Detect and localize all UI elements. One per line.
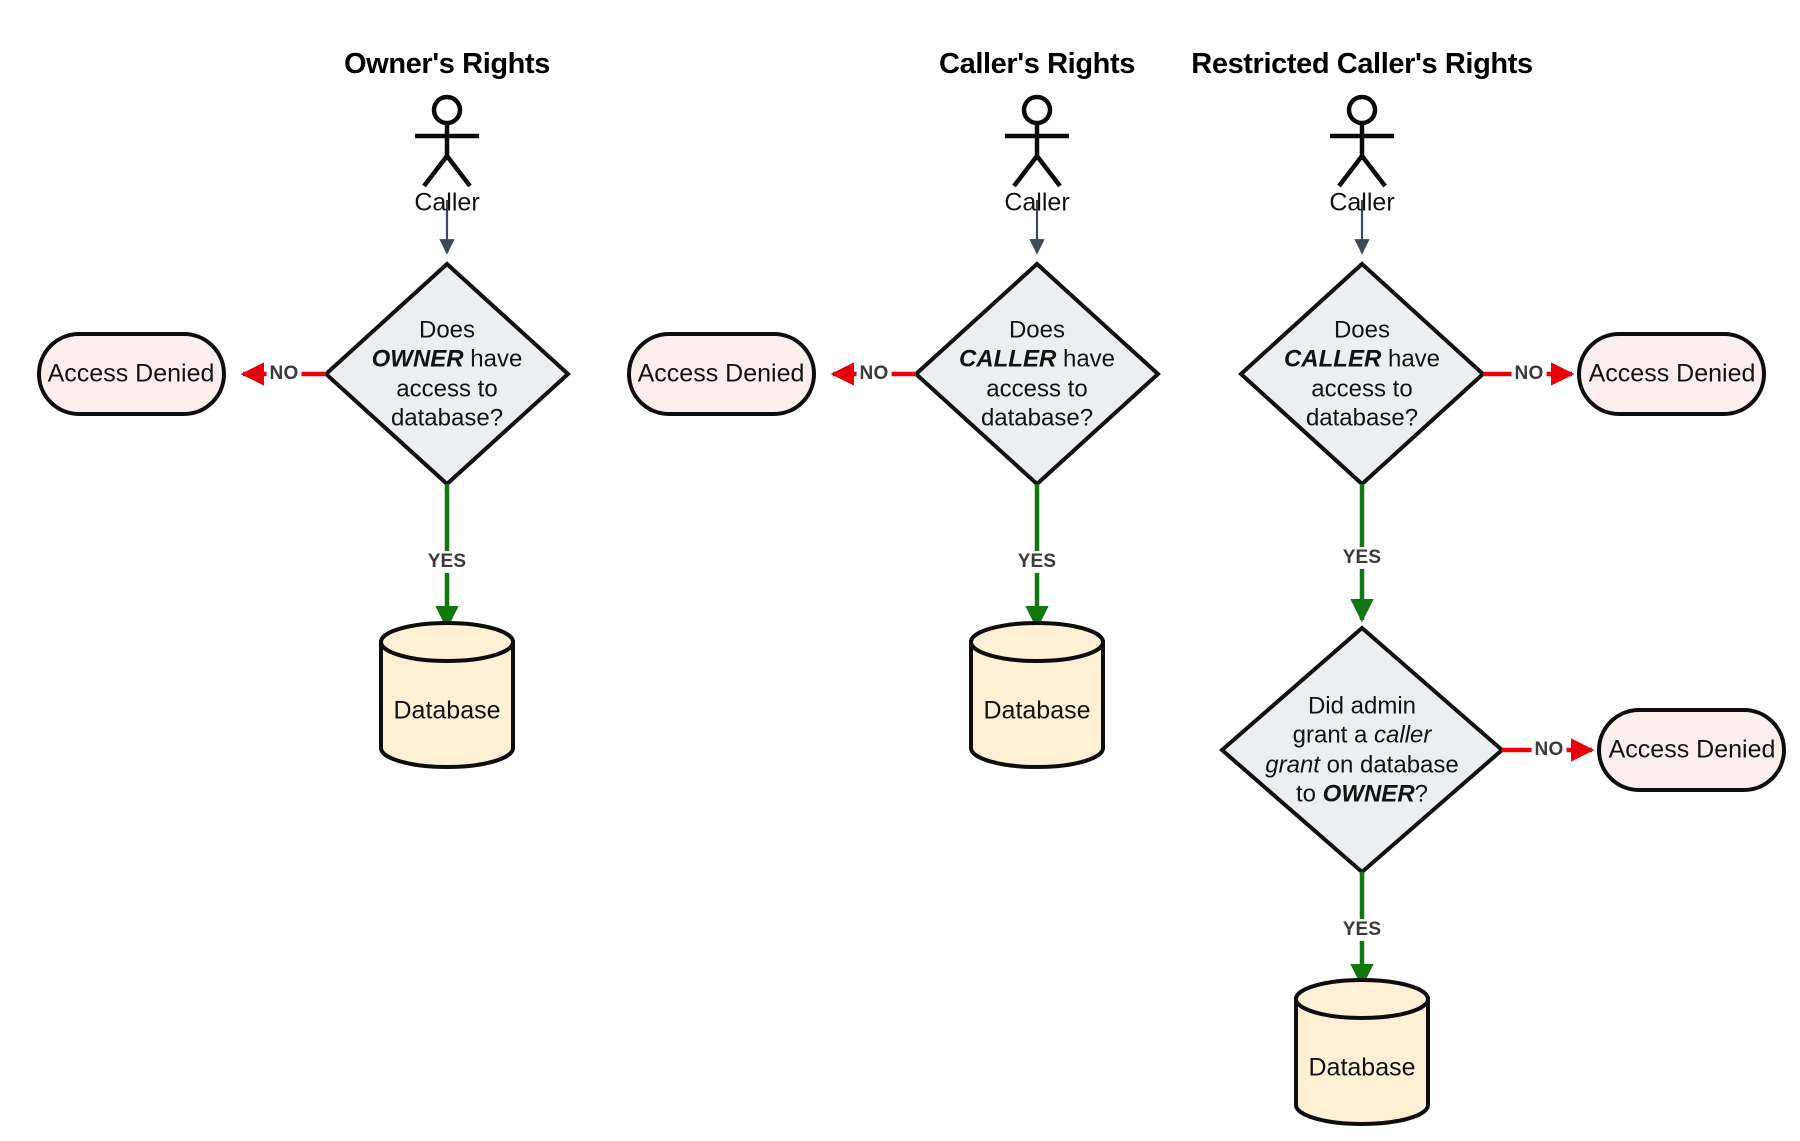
edge-label-yes: YES [1339, 547, 1385, 569]
actor-caller [1330, 94, 1394, 188]
actor-caller [1005, 94, 1069, 188]
decision-admin-caller-grant [1218, 625, 1506, 875]
actor-caller [415, 94, 479, 188]
column-title-owners-rights: Owner's Rights [344, 48, 550, 80]
node-database [969, 621, 1105, 769]
decision-caller-access [1238, 261, 1486, 487]
node-access-denied [627, 332, 816, 416]
edge-label-no-2: NO [1531, 739, 1567, 761]
edge-label-yes-2: YES [1339, 919, 1385, 941]
decision-caller-access [913, 261, 1161, 487]
node-access-denied-2 [1597, 708, 1786, 792]
edge-label-no: NO [856, 363, 892, 385]
column-callers-rights [627, 94, 1161, 769]
node-access-denied [1577, 332, 1766, 416]
column-title-restricted-callers-rights: Restricted Caller's Rights [1191, 48, 1533, 80]
edge-label-yes: YES [1014, 551, 1060, 573]
decision-owner-access [323, 261, 571, 487]
column-title-callers-rights: Caller's Rights [939, 48, 1135, 80]
node-database [379, 621, 515, 769]
node-access-denied [37, 332, 226, 416]
column-owners-rights [37, 94, 571, 769]
edge-label-no: NO [266, 363, 302, 385]
edge-label-no: NO [1511, 363, 1547, 385]
column-restricted-callers-rights [1218, 94, 1786, 1126]
edge-label-yes: YES [424, 551, 470, 573]
node-database [1294, 978, 1430, 1126]
